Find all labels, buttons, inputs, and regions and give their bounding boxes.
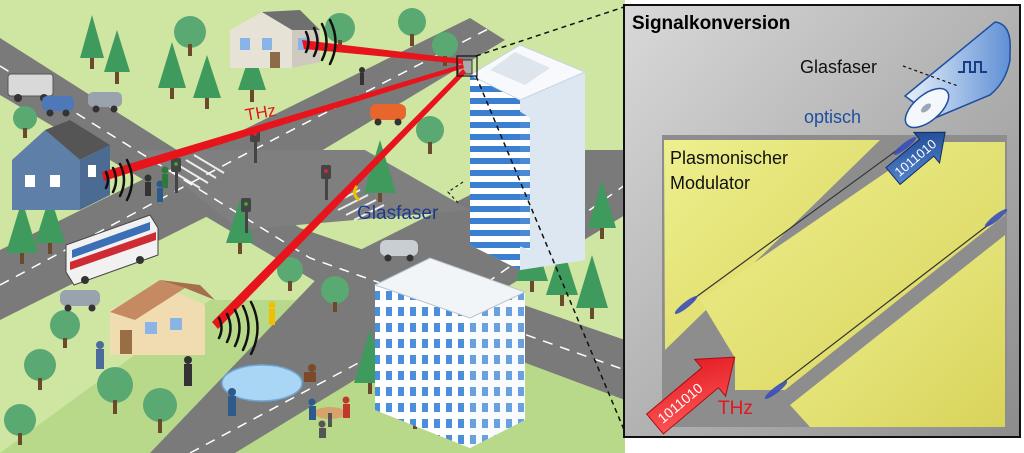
inset-thz-label: THz xyxy=(718,398,753,419)
office-block xyxy=(373,257,527,448)
optical-fiber xyxy=(903,21,1011,129)
thz-beam-2 xyxy=(102,64,464,181)
plasmonic-modulator xyxy=(662,135,1008,427)
pond xyxy=(221,364,303,402)
thz-beam-1 xyxy=(302,40,463,64)
inset-fiber-pointer xyxy=(902,65,959,87)
inset-panel: Signalkonversion Glasfaser optisch Plasm… xyxy=(623,4,1021,438)
fiber-glow xyxy=(352,185,360,202)
modulator-label-line2: Modulator xyxy=(670,173,750,193)
inset-glasfaser-label: Glasfaser xyxy=(800,57,877,77)
thz-beam-3 xyxy=(212,69,466,329)
optisch-label: optisch xyxy=(804,107,861,127)
gold-pad-right xyxy=(790,235,1005,427)
cafe-table xyxy=(308,396,350,438)
inset-title: Signalkonversion xyxy=(632,13,790,34)
gold-pad-middle xyxy=(700,142,1005,390)
trees xyxy=(4,8,616,445)
house-left xyxy=(12,120,110,210)
zoom-connector-bottom xyxy=(475,75,628,438)
people xyxy=(96,67,365,438)
zoom-marker xyxy=(456,55,478,77)
thz-beams xyxy=(102,40,466,329)
modulator-label-line1: Plasmonischer xyxy=(670,148,788,168)
house-bottom xyxy=(110,280,215,355)
city-scene: THz Glasfaser xyxy=(0,0,628,453)
house-top xyxy=(230,10,320,68)
scene-glasfaser-label: Glasfaser xyxy=(357,203,439,224)
wave-emitters xyxy=(104,18,337,356)
vehicles xyxy=(7,73,418,312)
scene-fiber-pointer xyxy=(447,181,464,206)
